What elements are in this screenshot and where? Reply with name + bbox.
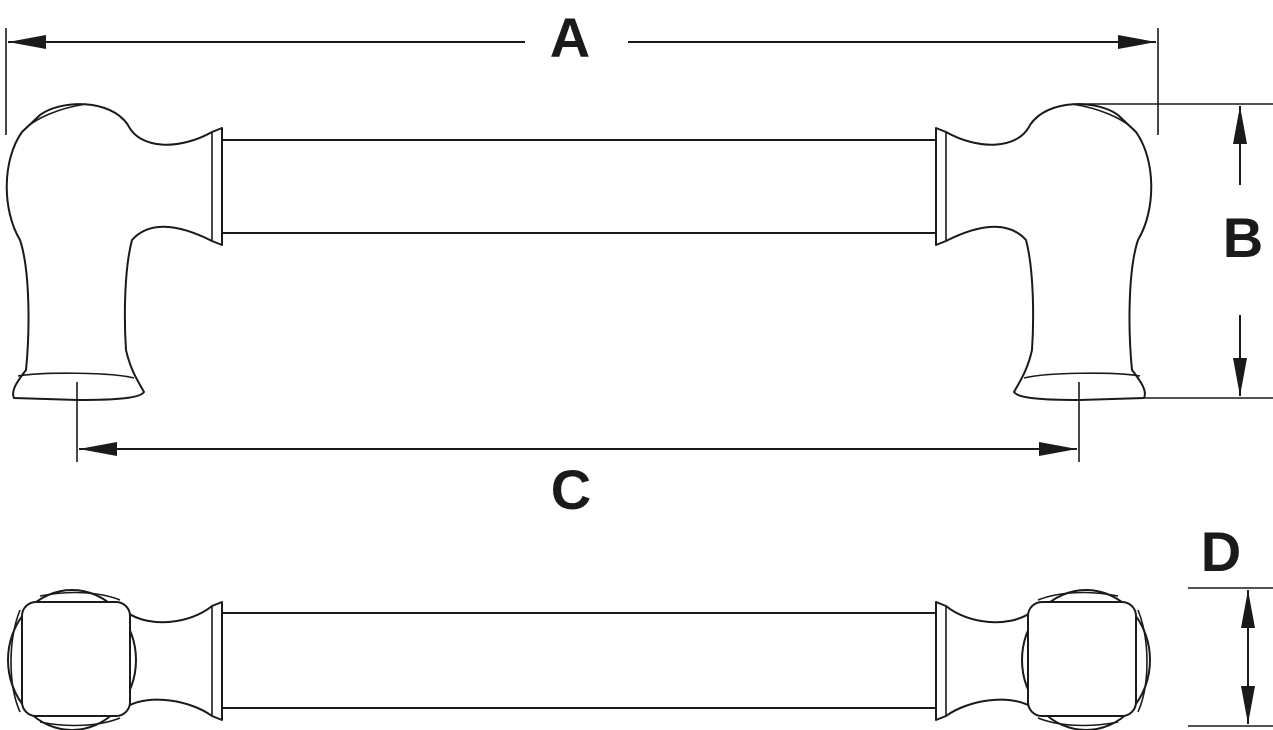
dimension-d-arrow-bottom [1241, 686, 1255, 724]
handle-front-view [5, 103, 1153, 401]
dimension-b-arrow-top [1233, 106, 1247, 144]
left-end-post-front [5, 103, 223, 401]
dimension-c-arrow-right [1039, 442, 1077, 456]
dimension-a-arrow-left [8, 35, 46, 49]
dimension-b-arrow-bottom [1233, 358, 1247, 396]
dimension-c-arrow-left [79, 442, 117, 456]
right-end-post-front [935, 103, 1153, 401]
left-knob-square [21, 601, 131, 717]
right-knob-square [1027, 601, 1137, 717]
dimension-c-label: C [551, 458, 591, 521]
dimension-d-label: D [1201, 520, 1241, 583]
handle-bar-front [221, 139, 937, 234]
dimension-d: D [1188, 520, 1273, 727]
handle-bar-top [221, 612, 937, 709]
handle-top-view [7, 589, 1151, 730]
dimension-a-arrow-right [1118, 35, 1156, 49]
dimension-a: A [5, 6, 1159, 135]
dimension-b: B [1075, 103, 1273, 399]
dimension-c: C [76, 382, 1080, 521]
left-end-post-top [7, 589, 223, 730]
right-end-post-top [935, 589, 1151, 730]
dimension-d-arrow-top [1241, 590, 1255, 628]
dimension-b-label: B [1223, 206, 1263, 269]
dimension-a-label: A [550, 6, 590, 69]
